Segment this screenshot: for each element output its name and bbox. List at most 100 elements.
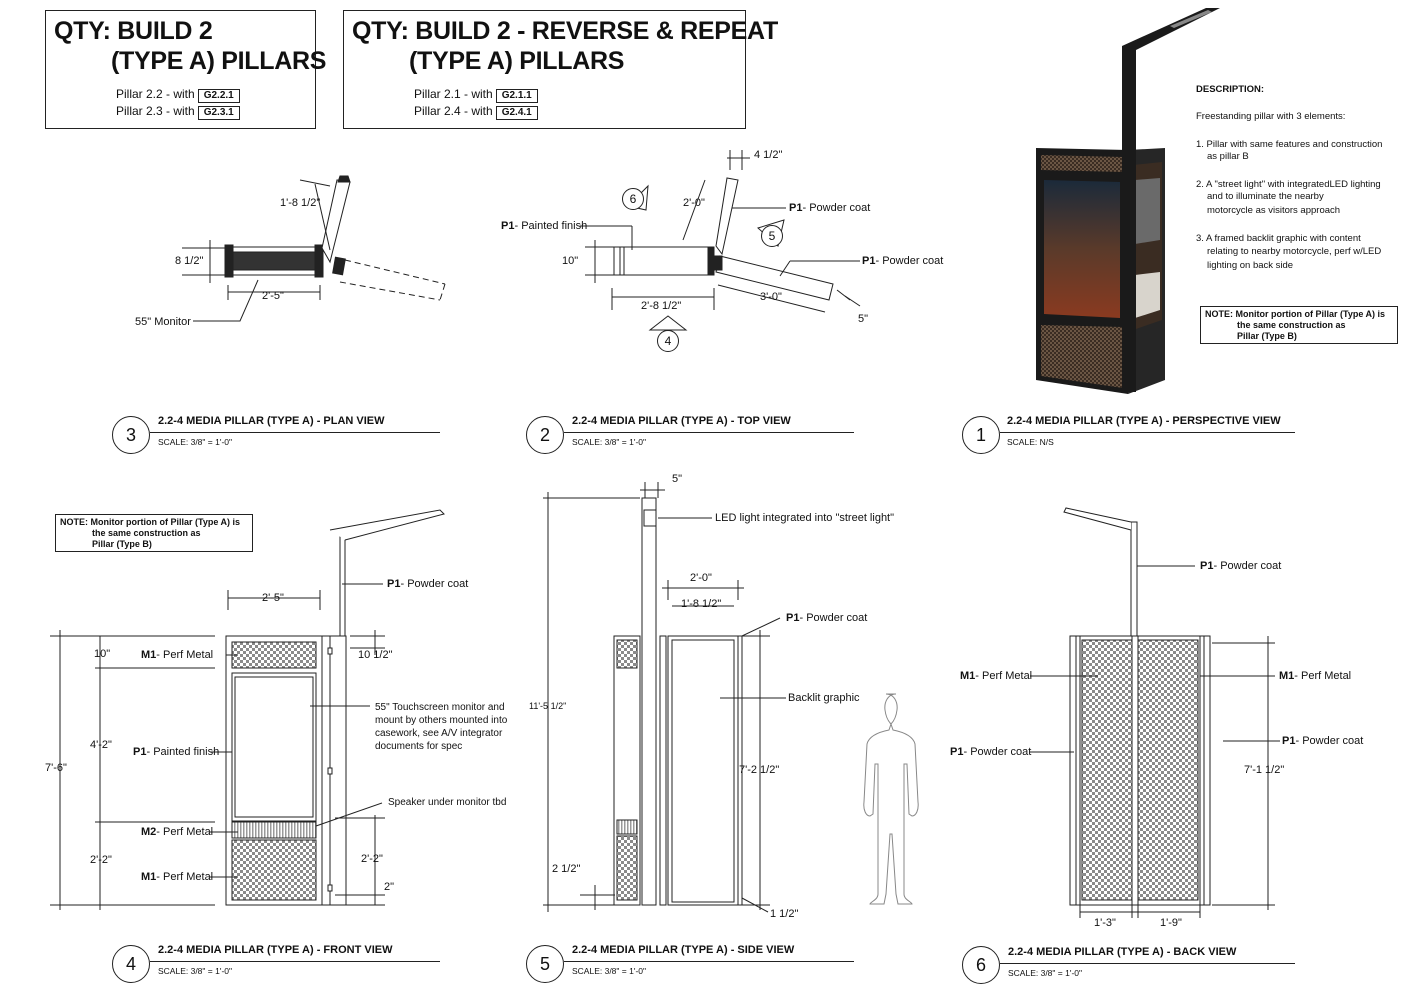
sign-tag: G2.1.1	[495, 89, 538, 103]
qty-box-1-title-line1: QTY: BUILD 2	[54, 17, 213, 45]
view-number-bubble: 3	[112, 416, 150, 454]
note-line: NOTE: Monitor portion of Pillar (Type A)…	[1205, 309, 1385, 319]
front-p1-painted-label: P1- Painted finish	[133, 746, 220, 758]
view-title: 2.2-4 MEDIA PILLAR (TYPE A) - PLAN VIEW	[158, 415, 385, 427]
back-m1-label: M1- Perf Metal	[960, 670, 1033, 682]
view-title-underline	[564, 432, 854, 433]
view-title-underline	[150, 432, 440, 433]
description-item: 2. A "street light" with integratedLED l…	[1196, 179, 1381, 190]
human-scale-figure	[863, 693, 919, 905]
qty-box-2: QTY: BUILD 2 - REVERSE & REPEAT (TYPE A)…	[343, 10, 778, 129]
side-p1-label: P1- Powder coat	[786, 612, 868, 624]
monitor-note-line: casework, see A/V integrator	[375, 728, 503, 739]
side-dim-label: 7'-2 1/2"	[739, 764, 780, 776]
note-line: Pillar (Type B)	[92, 539, 152, 549]
plan-monitor-label: 55" Monitor	[135, 316, 191, 328]
front-dim-label: 4'-2"	[90, 739, 112, 751]
front-view-note: NOTE: Monitor portion of Pillar (Type A)…	[55, 514, 253, 552]
sign-tag: G2.4.1	[495, 106, 538, 120]
front-m1-label: M1- Perf Metal	[141, 649, 214, 661]
side-dim-label: 1 1/2"	[770, 908, 799, 920]
description-heading: DESCRIPTION:	[1196, 84, 1265, 95]
side-backlit-label: Backlit graphic	[788, 692, 860, 704]
back-p1-label: P1- Powder coat	[1282, 735, 1364, 747]
side-view-drawing	[543, 482, 786, 913]
view-number-bubble: 1	[962, 416, 1000, 454]
front-m2-label: M2- Perf Metal	[141, 826, 214, 838]
front-dim-label: 7'-6"	[45, 762, 67, 774]
section-callout-5: 5	[761, 225, 783, 247]
note-line: the same construction as	[1237, 320, 1346, 330]
front-dim-label: 10"	[94, 648, 111, 660]
side-dim-label: 5"	[672, 473, 683, 485]
description-item: lighting on back side	[1207, 260, 1294, 271]
description-item: as pillar B	[1207, 151, 1249, 162]
note-line: the same construction as	[92, 528, 201, 538]
monitor-note-line: mount by others mounted into	[375, 715, 508, 726]
view-number-bubble: 5	[526, 945, 564, 983]
description-intro: Freestanding pillar with 3 elements:	[1196, 111, 1346, 122]
view-title-underline	[564, 961, 854, 962]
plan-dim-label: 8 1/2"	[175, 255, 204, 267]
top-view-drawing	[580, 150, 861, 331]
plan-view-drawing	[182, 175, 446, 322]
view-title: 2.2-4 MEDIA PILLAR (TYPE A) - BACK VIEW	[1008, 946, 1237, 958]
note-line: Pillar (Type B)	[1237, 331, 1297, 341]
back-dim-label: 1'-9"	[1160, 917, 1182, 929]
qty-box-2-title-line2: (TYPE A) PILLARS	[409, 47, 625, 75]
back-dim-label: 1'-3"	[1094, 917, 1116, 929]
front-dim-label: 2"	[384, 881, 395, 893]
view-number-bubble: 2	[526, 416, 564, 454]
plan-dim-label: 2'-5"	[262, 290, 284, 302]
side-dim-label: 11'-5 1/2"	[529, 701, 567, 711]
top-p1-powder-label: P1- Powder coat	[862, 255, 944, 267]
plan-dim-label: 1'-8 1/2"	[280, 197, 321, 209]
top-dim-label: 2'-8 1/2"	[641, 300, 682, 312]
description-note: NOTE: Monitor portion of Pillar (Type A)…	[1200, 306, 1398, 344]
view-number-bubble: 6	[962, 946, 1000, 984]
monitor-note-line: documents for spec	[375, 741, 463, 752]
qty-box-2-title-line1: QTY: BUILD 2 - REVERSE & REPEAT	[352, 17, 778, 45]
back-dim-label: 7'-1 1/2"	[1244, 764, 1285, 776]
top-dim-label: 10"	[562, 255, 579, 267]
qty-box-1: QTY: BUILD 2 (TYPE A) PILLARS Pillar 2.2…	[45, 10, 326, 129]
top-dim-label: 3'-0"	[760, 291, 782, 303]
sign-tag: G2.3.1	[197, 106, 240, 120]
top-dim-label: 2'-0"	[683, 197, 705, 209]
side-dim-label: 2'-0"	[690, 572, 712, 584]
front-dim-label: 2'-5"	[262, 592, 284, 604]
monitor-note-line: 55" Touchscreen monitor and	[375, 702, 505, 713]
front-p1-powder-label: P1- Powder coat	[387, 578, 469, 590]
front-dim-label: 2'-2"	[361, 853, 383, 865]
front-dim-label: 2'-2"	[90, 854, 112, 866]
top-p1-powder-label: P1- Powder coat	[789, 202, 871, 214]
qty-box-1-title-line2: (TYPE A) PILLARS	[111, 47, 327, 75]
view-title: 2.2-4 MEDIA PILLAR (TYPE A) - FRONT VIEW	[158, 944, 393, 956]
section-callout-6: 6	[622, 188, 644, 210]
side-dim-label: 2 1/2"	[552, 863, 581, 875]
description-item: and to illuminate the nearby	[1207, 191, 1324, 202]
front-view-drawing	[50, 509, 445, 910]
note-line: NOTE: Monitor portion of Pillar (Type A)…	[60, 517, 240, 527]
top-dim-label: 5"	[858, 313, 869, 325]
section-callout-4: 4	[657, 330, 679, 352]
view-scale: SCALE: 3/8" = 1'-0"	[1008, 968, 1083, 978]
view-scale: SCALE: 3/8" = 1'-0"	[572, 437, 647, 447]
front-speaker-label: Speaker under monitor tbd	[388, 797, 507, 808]
view-scale: SCALE: 3/8" = 1'-0"	[572, 966, 647, 976]
perspective-view-drawing	[1036, 8, 1220, 394]
description-item: 1. Pillar with same features and constru…	[1196, 139, 1383, 150]
view-title: 2.2-4 MEDIA PILLAR (TYPE A) - PERSPECTIV…	[1007, 415, 1281, 427]
view-scale: SCALE: 3/8" = 1'-0"	[158, 437, 233, 447]
back-m1-label: M1- Perf Metal	[1279, 670, 1352, 682]
back-p1-label: P1- Powder coat	[1200, 560, 1282, 572]
description-item: relating to nearby motorcycle, perf w/LE…	[1207, 246, 1382, 257]
top-dim-label: 4 1/2"	[754, 149, 783, 161]
view-scale: SCALE: 3/8" = 1'-0"	[158, 966, 233, 976]
front-dim-label: 10 1/2"	[358, 649, 393, 661]
